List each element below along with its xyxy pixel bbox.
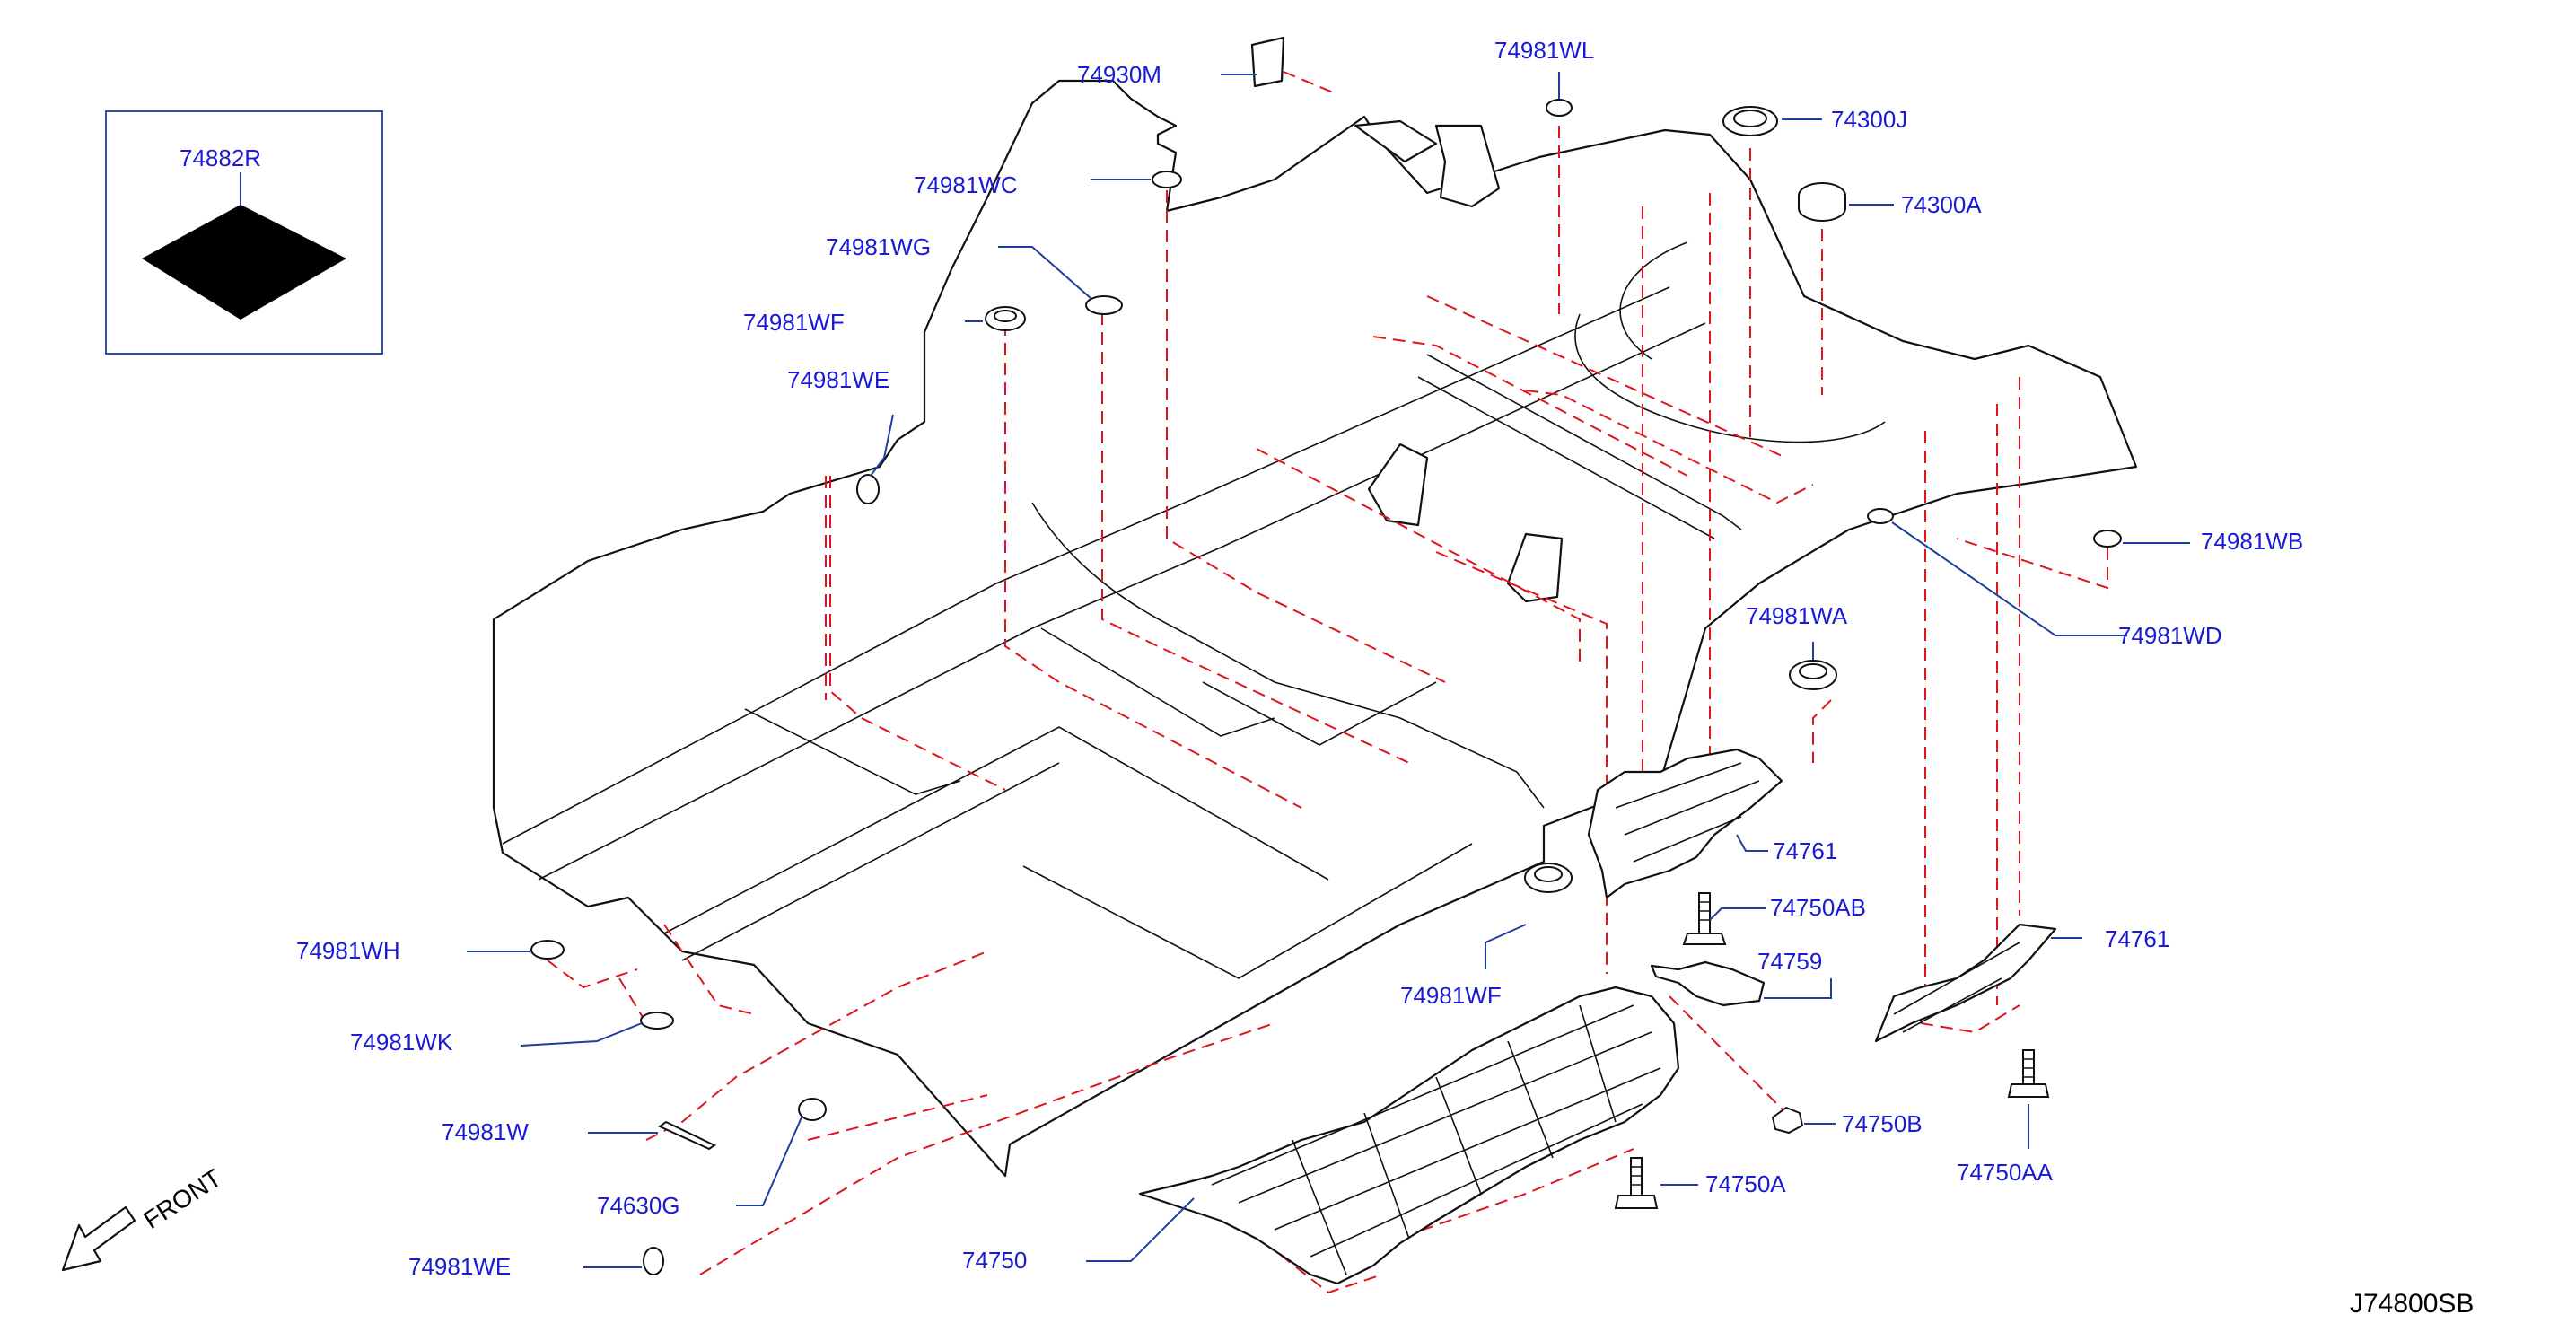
- bolt-74750AB[interactable]: [1682, 892, 1727, 945]
- label-74882R[interactable]: 74882R: [180, 145, 261, 171]
- diagram-code: J74800SB: [2350, 1289, 2474, 1319]
- label-74981WE-top[interactable]: 74981WE: [787, 366, 889, 393]
- leader-lines: [467, 72, 2190, 1268]
- label-74750B[interactable]: 74750B: [1842, 1110, 1923, 1137]
- insulator-74761-right[interactable]: [1874, 923, 2057, 1043]
- plug-74981WH[interactable]: [530, 940, 565, 960]
- plug-74981WG[interactable]: [1085, 295, 1123, 315]
- plug-74981WB[interactable]: [2093, 530, 2122, 548]
- plug-74981WL[interactable]: [1546, 99, 1573, 117]
- clip-74981W[interactable]: [658, 1120, 717, 1151]
- front-arrow-icon: [61, 1205, 136, 1272]
- insulator-74750[interactable]: [1138, 986, 1680, 1285]
- label-74630G[interactable]: 74630G: [597, 1192, 680, 1219]
- grommet-74981WA[interactable]: [1789, 660, 1837, 690]
- bracket-74759[interactable]: [1650, 960, 1766, 1007]
- bolt-74750AA[interactable]: [2007, 1049, 2050, 1098]
- front-direction: FRONT: [61, 1164, 226, 1272]
- label-74750AA[interactable]: 74750AA: [1957, 1159, 2054, 1186]
- label-74750[interactable]: 74750: [962, 1247, 1027, 1274]
- label-74759[interactable]: 74759: [1757, 948, 1822, 975]
- label-74300A[interactable]: 74300A: [1901, 191, 1982, 218]
- plug-74981WE-bottom[interactable]: [643, 1247, 664, 1275]
- label-74981WK[interactable]: 74981WK: [350, 1029, 453, 1056]
- plug-74981WD[interactable]: [1867, 508, 1894, 524]
- label-74761-mid[interactable]: 74761: [1773, 837, 1837, 864]
- label-74300J[interactable]: 74300J: [1831, 106, 1907, 133]
- label-74981WA[interactable]: 74981WA: [1746, 602, 1848, 629]
- plug-74630G[interactable]: [798, 1098, 827, 1121]
- label-74981WF-top[interactable]: 74981WF: [743, 309, 845, 336]
- pad-74930M[interactable]: [1250, 36, 1285, 88]
- grommet-74300J[interactable]: [1722, 106, 1778, 136]
- plug-74981WE-top[interactable]: [856, 474, 880, 504]
- label-74930M[interactable]: 74930M: [1077, 61, 1161, 88]
- bolt-74750A[interactable]: [1614, 1157, 1659, 1209]
- label-74981WE-bottom[interactable]: 74981WE: [408, 1253, 511, 1280]
- label-74981WD[interactable]: 74981WD: [2118, 622, 2222, 649]
- label-74981WF-bottom[interactable]: 74981WF: [1400, 982, 1502, 1009]
- label-74761-right[interactable]: 74761: [2105, 925, 2169, 952]
- plug-74981WK[interactable]: [640, 1012, 674, 1030]
- inset-box: 74882R: [105, 110, 383, 355]
- label-74981WB[interactable]: 74981WB: [2201, 528, 2303, 555]
- nut-74750B[interactable]: [1771, 1106, 1804, 1135]
- label-74981WL[interactable]: 74981WL: [1494, 37, 1594, 64]
- inset-pad-shape: [142, 205, 346, 320]
- grommet-74981WF-top[interactable]: [985, 306, 1026, 331]
- label-74981WC[interactable]: 74981WC: [914, 171, 1018, 198]
- parts: [530, 36, 2122, 1285]
- label-74981WH[interactable]: 74981WH: [296, 937, 400, 964]
- dashed-guide-lines: [547, 71, 2108, 1294]
- label-74750A[interactable]: 74750A: [1705, 1170, 1786, 1197]
- front-label: FRONT: [138, 1164, 226, 1235]
- label-74750AB[interactable]: 74750AB: [1770, 894, 1866, 921]
- plug-74300A[interactable]: [1798, 182, 1846, 222]
- label-74981W[interactable]: 74981W: [442, 1118, 529, 1145]
- label-74981WG[interactable]: 74981WG: [826, 233, 931, 260]
- grommet-74981WF-bottom[interactable]: [1524, 863, 1573, 893]
- plug-74981WC[interactable]: [1152, 171, 1182, 188]
- part-labels: 74930M 74981WL 74300J 74300A 74981WC 749…: [296, 37, 2303, 1280]
- floor-panel: [492, 79, 2138, 1178]
